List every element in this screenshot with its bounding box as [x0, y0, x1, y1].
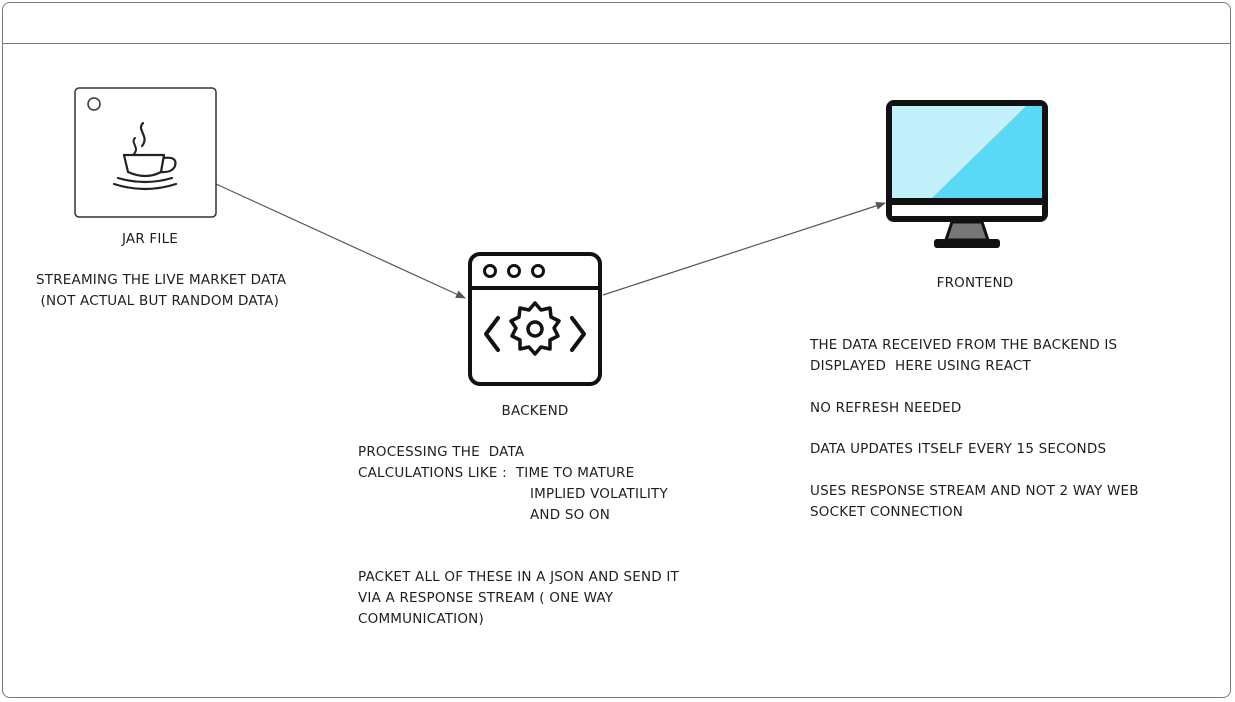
backend-note-line-1: PROCESSING THE DATA [358, 444, 525, 460]
arrow-jar-to-backend [215, 183, 466, 299]
frontend-note-line-6: SOCKET CONNECTION [810, 504, 964, 520]
frontend-note-line-2: DISPLAYED HERE USING REACT [810, 358, 1032, 374]
jar-note-line-2: (NOT ACTUAL BUT RANDOM DATA) [36, 293, 280, 309]
jar-file-label: JAR FILE [121, 231, 179, 247]
backend-note-line-5: PACKET ALL OF THESE IN A JSON AND SEND I… [358, 569, 679, 585]
backend-note-line-7: COMMUNICATION) [358, 611, 484, 627]
gear-window-icon[interactable] [468, 252, 602, 386]
monitor-icon[interactable] [886, 100, 1048, 248]
backend-note-line-3: IMPLIED VOLATILITY [530, 486, 668, 502]
java-cup-icon[interactable] [74, 87, 217, 218]
frontend-label: FRONTEND [936, 275, 1014, 291]
frontend-note-line-5: USES RESPONSE STREAM AND NOT 2 WAY WEB [810, 483, 1139, 499]
backend-note-line-2: CALCULATIONS LIKE : TIME TO MATURE [358, 465, 635, 481]
title-bar [3, 3, 1230, 44]
frontend-note-line-3: NO REFRESH NEEDED [810, 400, 962, 416]
backend-label: BACKEND [501, 403, 569, 419]
backend-note-line-6: VIA A RESPONSE STREAM ( ONE WAY [358, 590, 614, 606]
frontend-note-line-1: THE DATA RECEIVED FROM THE BACKEND IS [810, 337, 1118, 353]
jar-note-line-1: STREAMING THE LIVE MARKET DATA [36, 272, 287, 288]
frontend-note-line-4: DATA UPDATES ITSELF EVERY 15 SECONDS [810, 441, 1107, 457]
backend-note-line-4: AND SO ON [530, 507, 611, 523]
arrow-backend-to-frontend [602, 201, 886, 296]
